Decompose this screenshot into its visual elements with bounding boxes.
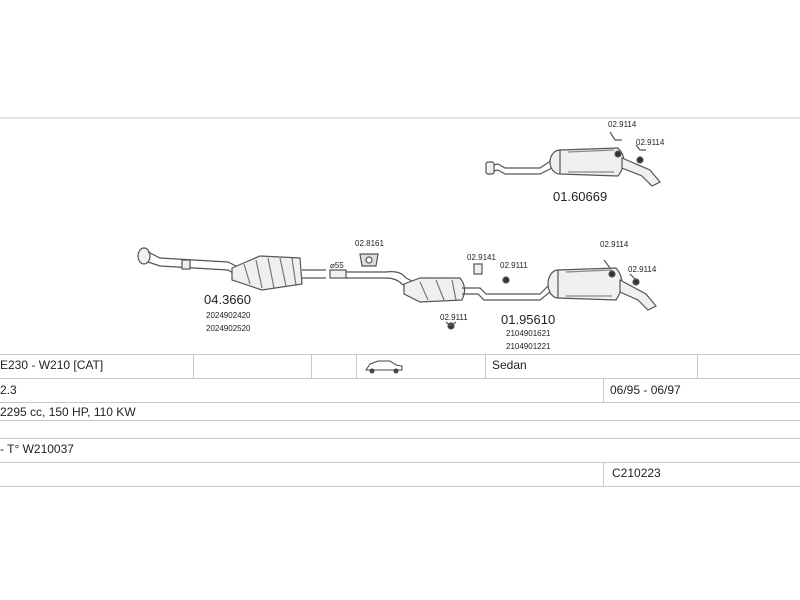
catalog-ref: C210223: [612, 466, 661, 480]
table-divider: [0, 354, 800, 355]
hanger-code-02-9114-d: 02.9114: [628, 265, 657, 274]
table-col-divider: [485, 354, 486, 378]
clamp-code-02-8161: 02.8161: [355, 239, 384, 248]
part-code-01-95610: 01.95610: [501, 312, 555, 327]
table-divider: [0, 438, 800, 439]
vehicle-years: 06/95 - 06/97: [610, 383, 681, 397]
oe-number-2: 2024902520: [206, 324, 251, 333]
table-col-divider: [697, 354, 698, 378]
part-code-01-60669: 01.60669: [553, 189, 607, 204]
oe-number-3: 2104901621: [506, 329, 551, 338]
table-divider: [0, 402, 800, 403]
clamp-code-02-9141: 02.9141: [467, 253, 496, 262]
middle-hanger: [445, 321, 457, 330]
table-divider: [0, 462, 800, 463]
pipe-connector: [329, 269, 347, 279]
vehicle-model: E230 - W210 [CAT]: [0, 358, 104, 372]
table-col-divider: [603, 462, 604, 486]
vehicle-vin: - T° W210037: [0, 442, 74, 456]
part-code-04-3660: 04.3660: [204, 292, 251, 307]
middle-clamp: [473, 263, 483, 275]
table-col-divider: [193, 354, 194, 378]
vehicle-body: Sedan: [492, 358, 527, 372]
sedan-car-icon: [365, 360, 403, 374]
table-col-divider: [356, 354, 357, 378]
vehicle-engine: 2.3: [0, 383, 17, 397]
hanger-code-02-9114-c: 02.9114: [600, 240, 629, 249]
hanger-code-02-9111-rear: 02.9111: [500, 261, 528, 270]
pipe-size: ⌀55: [330, 261, 344, 270]
vehicle-power: 2295 cc, 150 HP, 110 KW: [0, 405, 136, 419]
mount-clamp: [359, 253, 379, 267]
oe-number-4: 2104901221: [506, 342, 551, 351]
oe-number-1: 2024902420: [206, 311, 251, 320]
table-col-divider: [603, 378, 604, 402]
rear-silencer: [502, 259, 657, 311]
table-col-divider: [311, 354, 312, 378]
hanger-code-02-9111-mid: 02.9111: [440, 313, 468, 322]
rear-silencer-alt: [485, 131, 661, 187]
hanger-code-a: 02.9114: [608, 120, 637, 129]
middle-silencer: [346, 271, 551, 303]
hanger-code-b: 02.9114: [636, 138, 665, 147]
table-divider: [0, 486, 800, 487]
front-catalyst: [137, 247, 326, 291]
table-divider: [0, 378, 800, 379]
table-divider: [0, 420, 800, 421]
